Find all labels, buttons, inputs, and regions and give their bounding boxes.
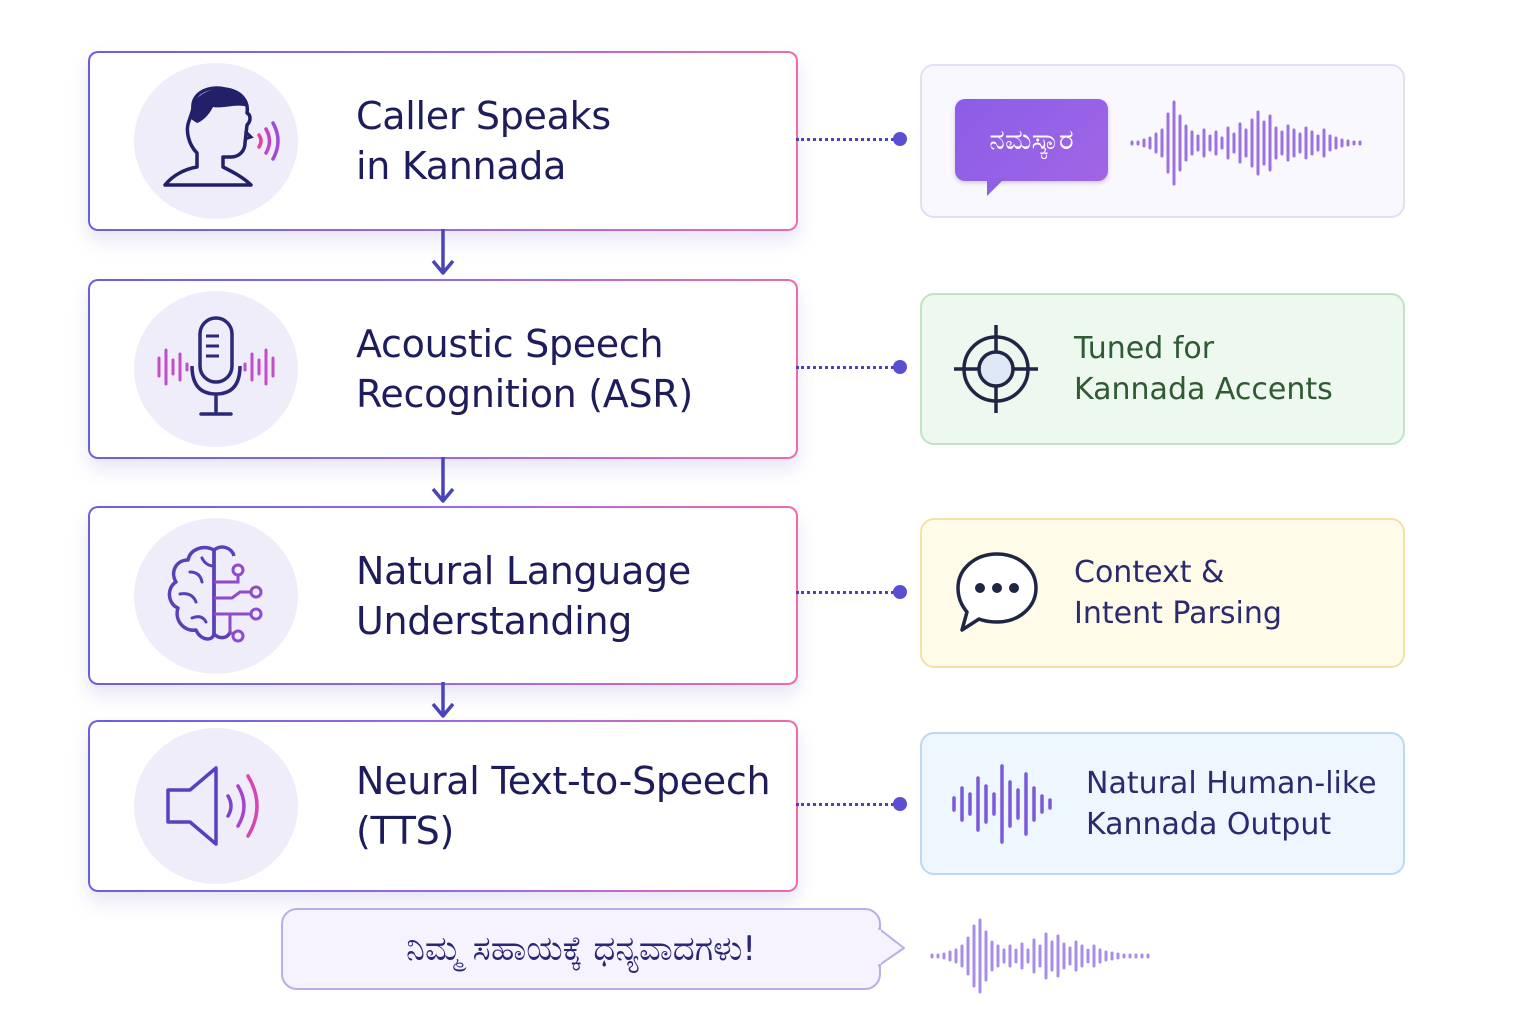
detail-card-greeting: ನಮಸ್ಕಾರ xyxy=(920,64,1405,218)
detail-card-accents: Tuned for Kannada Accents xyxy=(920,293,1405,445)
step-asr: Acoustic Speech Recognition (ASR) xyxy=(88,279,798,459)
speech-chip-icon: ನಮಸ್ಕಾರ xyxy=(955,99,1108,181)
step-title: Acoustic Speech Recognition (ASR) xyxy=(356,322,693,416)
arrow-down-icon xyxy=(431,457,455,503)
brain-circuit-icon xyxy=(134,517,298,674)
speech-chip-text: ನಮಸ್ಕಾರ xyxy=(989,123,1074,156)
connector-line xyxy=(796,803,900,806)
step-title: Caller Speaks in Kannada xyxy=(356,94,611,188)
speech-chip-tail xyxy=(987,178,1005,196)
target-icon xyxy=(954,325,1038,413)
connector-dot xyxy=(893,797,907,811)
chat-bubble-icon xyxy=(956,552,1038,632)
connector-line xyxy=(796,591,900,594)
waveform-icon xyxy=(1130,100,1362,186)
detail-text: Context & Intent Parsing xyxy=(1074,555,1282,631)
output-speech-bubble: ನಿಮ್ಮ ಸಹಾಯಕ್ಕೆ ಧನ್ಯವಾದಗಳು! xyxy=(281,908,881,990)
connector-dot xyxy=(893,360,907,374)
microphone-icon xyxy=(134,291,298,447)
arrow-down-icon xyxy=(431,682,455,718)
waveform-icon xyxy=(930,918,1150,994)
output-bubble-text: ನಿಮ್ಮ ಸಹಾಯಕ್ಕೆ ಧನ್ಯವಾದಗಳು! xyxy=(405,929,757,969)
arrow-down-icon xyxy=(431,229,455,275)
detail-card-context: Context & Intent Parsing xyxy=(920,518,1405,668)
step-caller-speaks: Caller Speaks in Kannada xyxy=(88,51,798,231)
step-nlu: Natural Language Understanding xyxy=(88,506,798,685)
person-speaking-icon xyxy=(134,63,298,219)
connector-line xyxy=(796,366,900,369)
speaker-icon xyxy=(134,728,298,884)
detail-card-output: Natural Human-like Kannada Output xyxy=(920,732,1405,875)
connector-dot xyxy=(893,132,907,146)
detail-text: Natural Human-like Kannada Output xyxy=(1086,765,1377,842)
connector-line xyxy=(796,138,900,141)
bubble-tail-icon xyxy=(878,927,905,967)
step-tts: Neural Text-to-Speech (TTS) xyxy=(88,720,798,892)
step-title: Neural Text-to-Speech (TTS) xyxy=(356,759,771,853)
step-title: Natural Language Understanding xyxy=(356,548,691,643)
detail-text: Tuned for Kannada Accents xyxy=(1074,331,1333,407)
waveform-icon xyxy=(952,763,1052,844)
connector-dot xyxy=(893,585,907,599)
